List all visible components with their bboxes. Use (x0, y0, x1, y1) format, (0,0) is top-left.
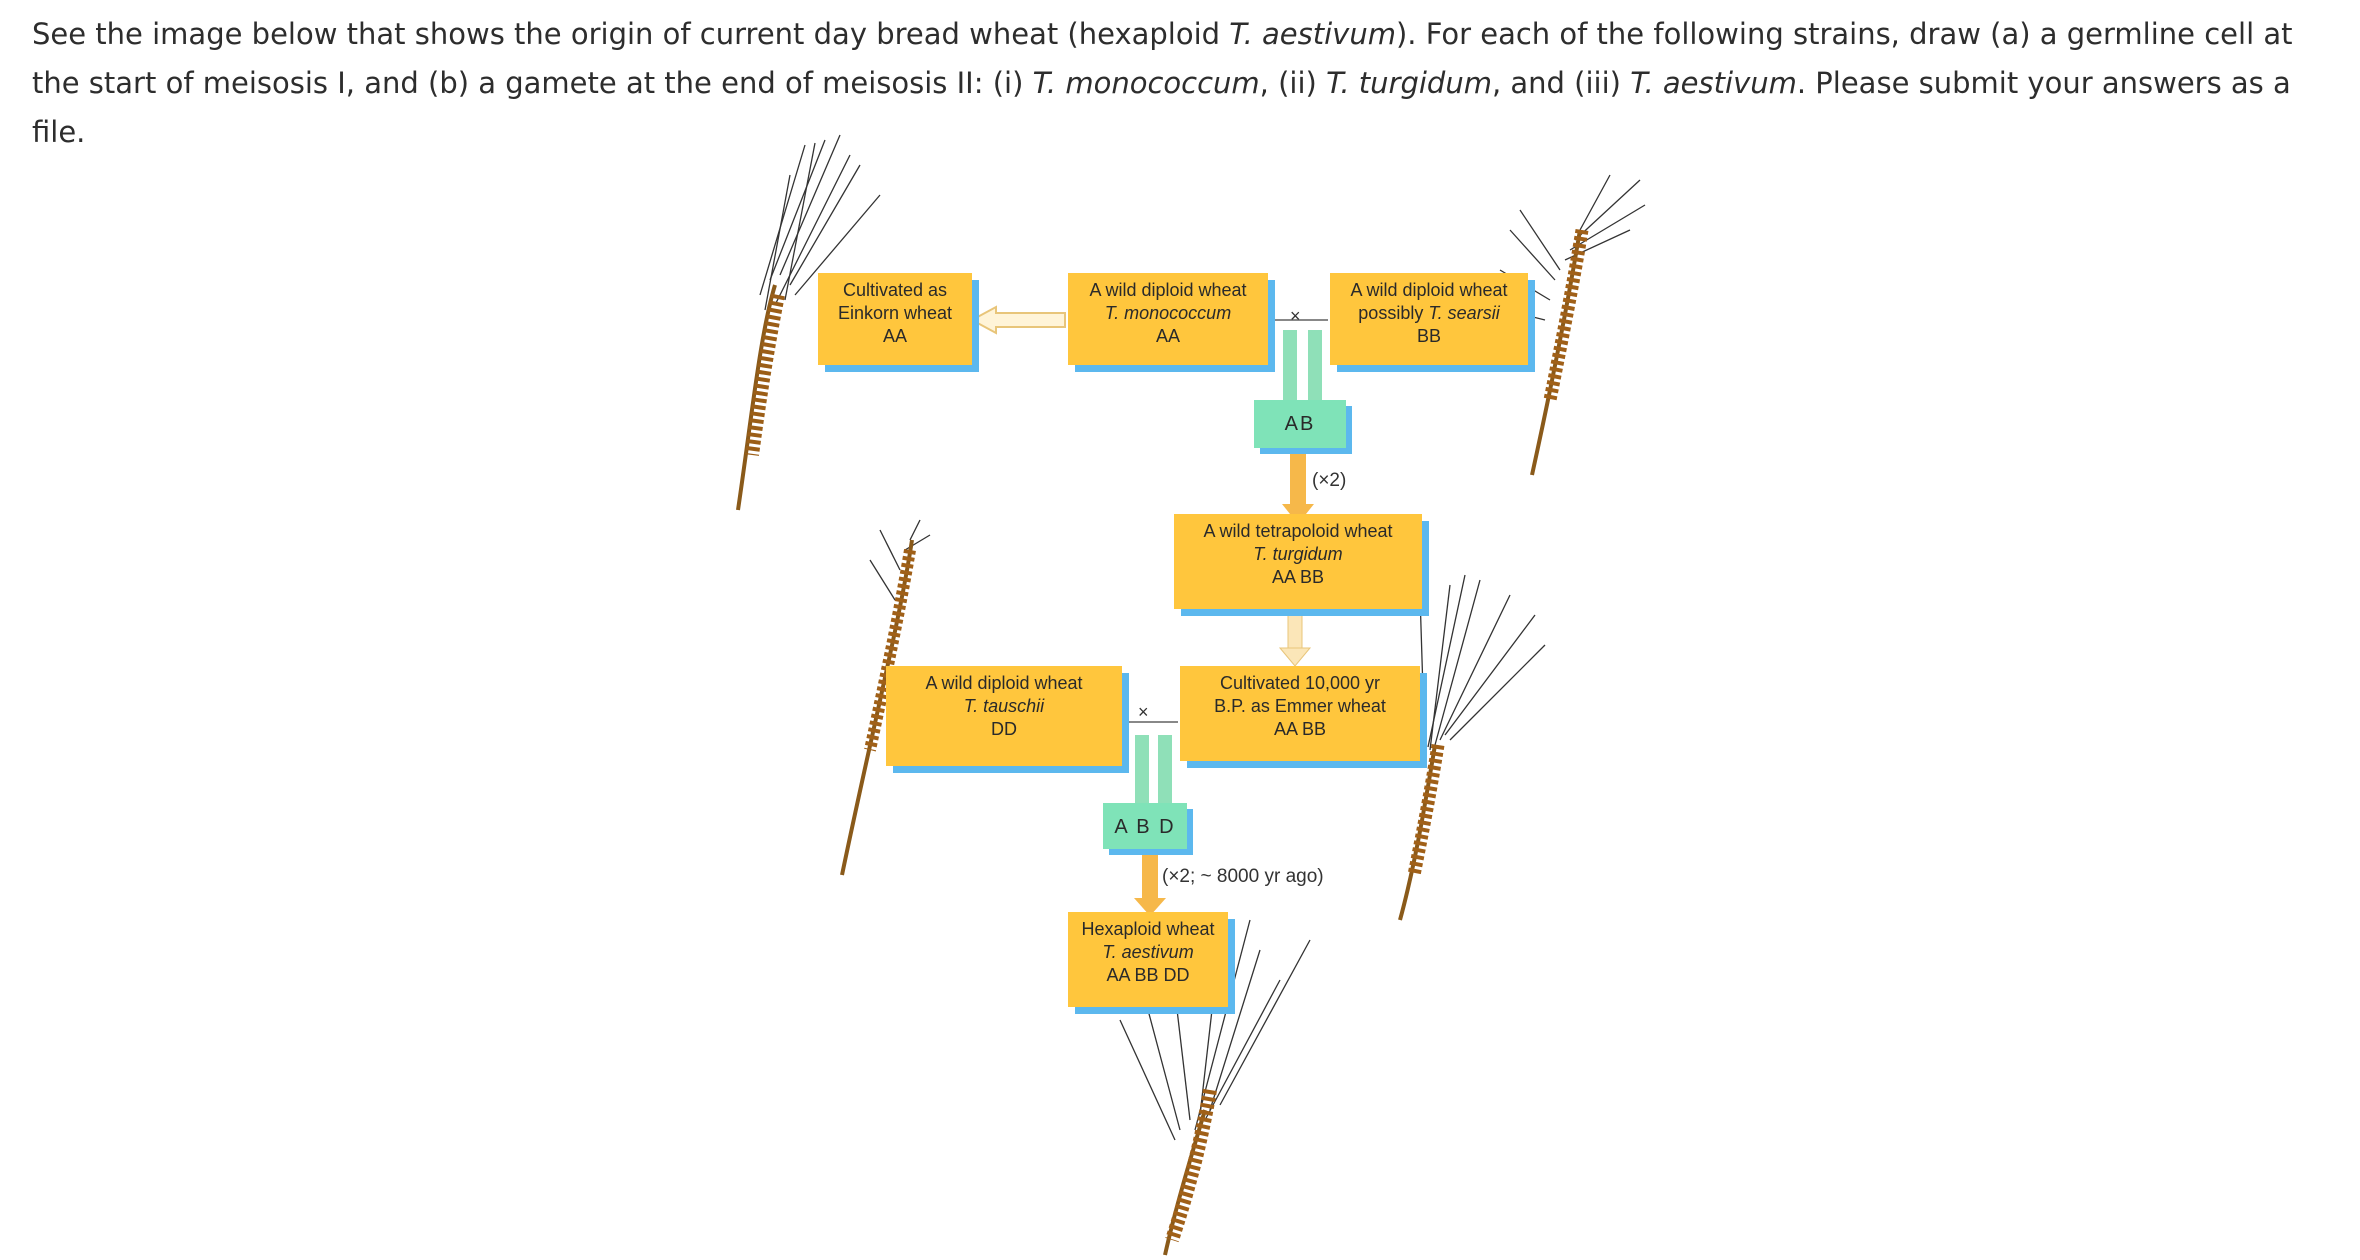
box-line: A wild diploid wheat (925, 673, 1083, 693)
genome-label: BB (1416, 326, 1441, 346)
box-line: A wild diploid wheat (1350, 280, 1508, 300)
box-line: B.P. as Emmer wheat (1214, 696, 1386, 716)
connector-ab-turgidum (1290, 448, 1306, 510)
species-name: T. aestivum (1630, 66, 1797, 100)
species-name: T. searsii (1428, 303, 1500, 323)
arrow-to-einkorn (969, 305, 1066, 335)
connector-abd-aestivum (1142, 852, 1158, 904)
doubling-note: (×2; ~ 8000 yr ago) (1162, 866, 1324, 887)
box-line: possibly (1358, 303, 1429, 323)
connector-mono-ab (1283, 330, 1297, 402)
wheat-ear-icon (840, 519, 931, 876)
wheat-ear-icon (1398, 574, 1546, 921)
question-part: See the image below that shows the origi… (32, 17, 1230, 51)
box-line: A wild tetrapoloid wheat (1203, 521, 1393, 541)
box-line: Cultivated as (842, 280, 948, 300)
box-line: A wild diploid wheat (1089, 280, 1247, 300)
box-line: Cultivated 10,000 yr (1219, 673, 1381, 693)
box-line: Einkorn wheat (837, 303, 953, 323)
cross-symbol: × (1290, 306, 1301, 326)
species-name: T. tauschii (963, 696, 1045, 716)
species-name: T. monococcum (1032, 66, 1260, 100)
question-text: See the image below that shows the origi… (32, 10, 2332, 157)
box-emmer: Cultivated 10,000 yr B.P. as Emmer wheat… (1180, 666, 1420, 761)
question-part: , and (iii) (1491, 66, 1631, 100)
connector-tauschii-abd (1135, 735, 1149, 807)
question-part: , (ii) (1259, 66, 1327, 100)
species-name: T. aestivum (1229, 17, 1396, 51)
wheat-ear-icon (736, 134, 881, 511)
hybrid-ab: AB (1254, 400, 1346, 448)
cross-symbol: × (1138, 702, 1149, 722)
question-part: . Please submit your answers as a file. (32, 66, 2291, 149)
box-searsii: A wild diploid wheat possibly T. searsii… (1330, 273, 1528, 365)
box-turgidum: A wild tetrapoloid wheat T. turgidum AA … (1174, 514, 1422, 609)
species-name: T. turgidum (1253, 544, 1343, 564)
arrowhead-emmer (1278, 647, 1312, 667)
box-einkorn: Cultivated as Einkorn wheat AA (818, 273, 972, 365)
box-tauschii: A wild diploid wheat T. tauschii DD (886, 666, 1122, 766)
wheat-ear-icon (1119, 919, 1311, 1256)
genome-label: AA BB DD (1106, 965, 1190, 985)
genome-label: AA BB (1271, 567, 1325, 587)
genome-label: DD (991, 719, 1017, 739)
connector-emmer-abd (1158, 735, 1172, 807)
species-name: T. monococcum (1104, 303, 1232, 323)
genome-label: AA (882, 326, 907, 346)
doubling-note: (×2) (1312, 470, 1347, 491)
hybrid-abd: A B D (1103, 803, 1187, 849)
species-name: T. aestivum (1102, 942, 1194, 962)
connector-turgidum-emmer (1287, 611, 1303, 653)
genome-label: AA (1155, 326, 1180, 346)
box-aestivum: Hexaploid wheat T. aestivum AA BB DD (1068, 912, 1228, 1007)
genome-label: AA BB (1273, 719, 1327, 739)
box-monococcum: A wild diploid wheat T. monococcum AA (1068, 273, 1268, 365)
species-name: T. turgidum (1326, 66, 1492, 100)
question-part: ). For each of the following strains, dr… (32, 17, 2293, 100)
box-line: Hexaploid wheat (1081, 919, 1215, 939)
connector-searsii-ab (1308, 330, 1322, 402)
arrowhead-aestivum (1134, 898, 1166, 916)
